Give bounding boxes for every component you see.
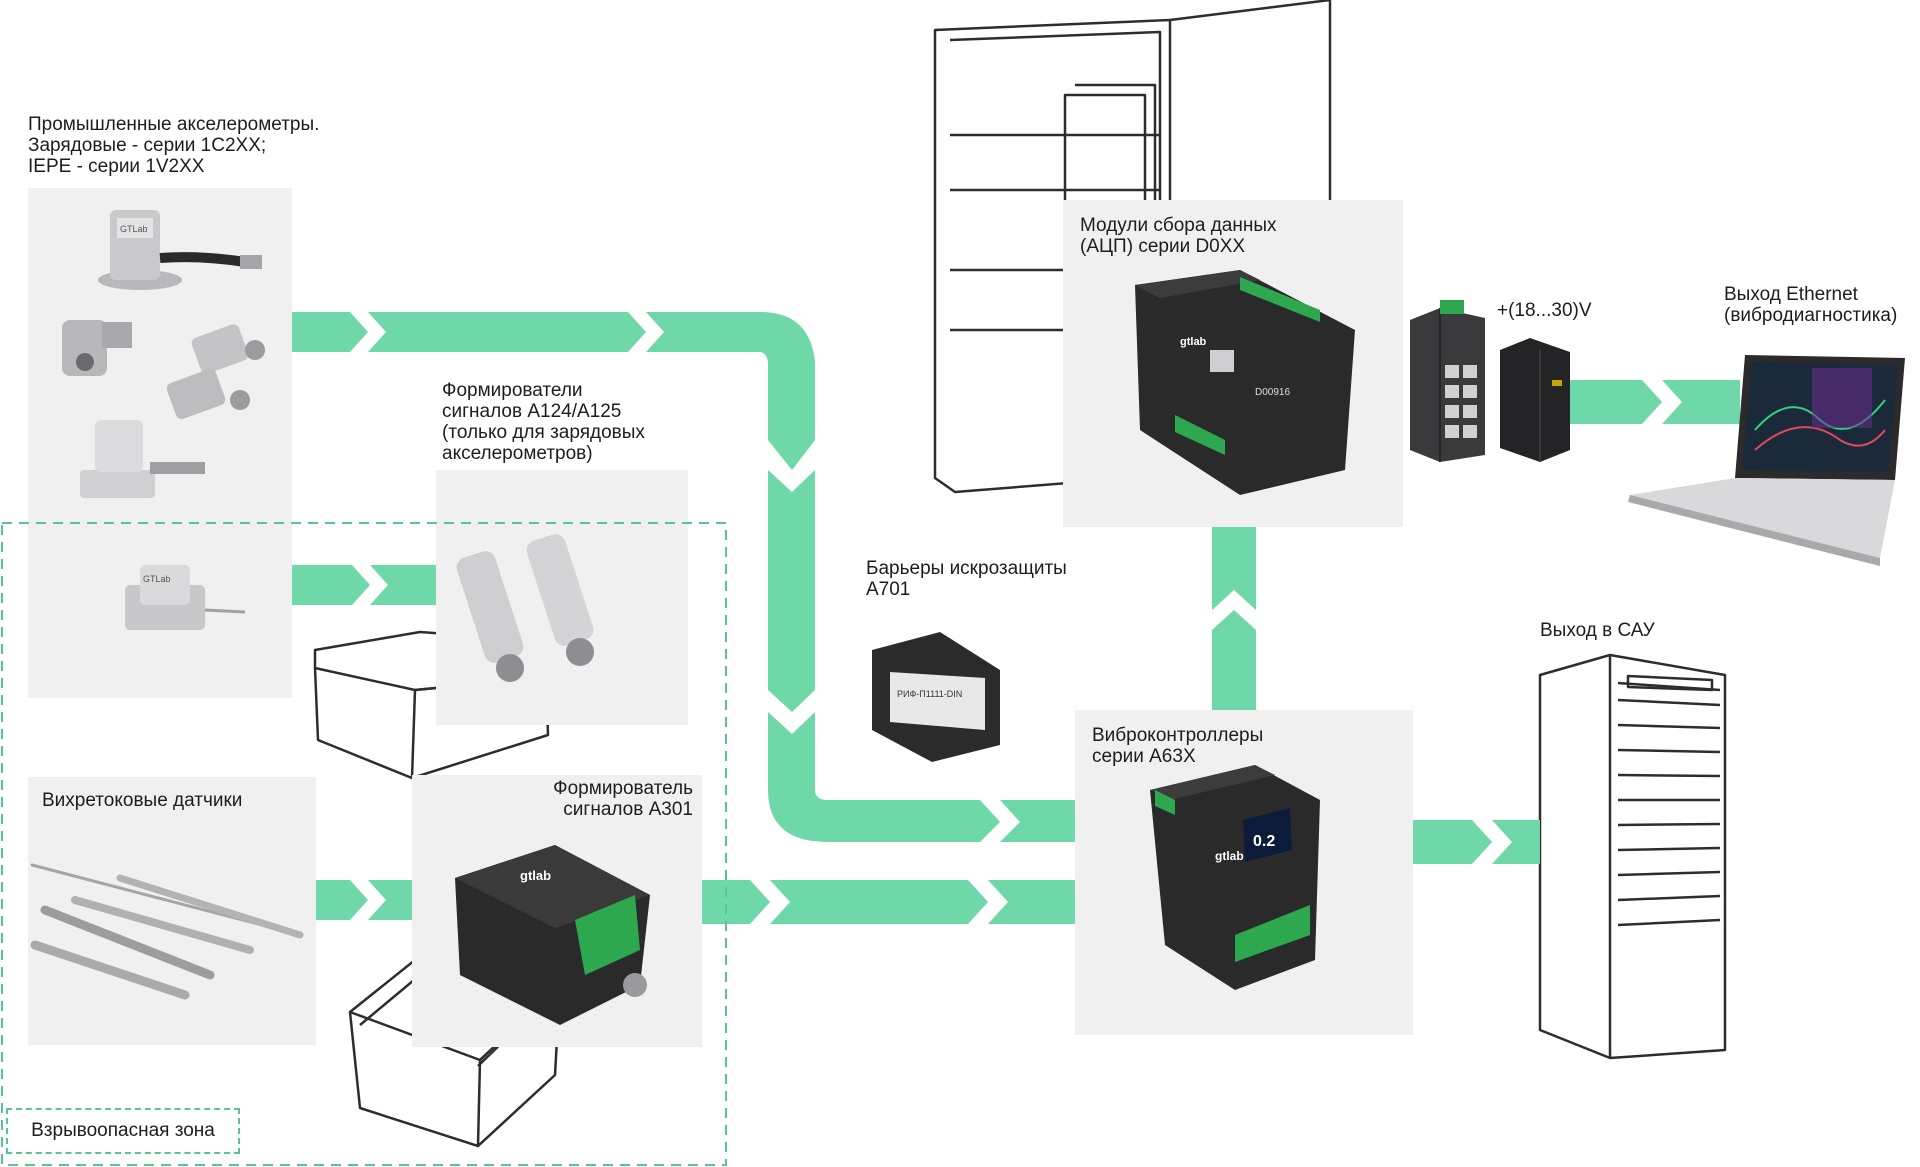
signal-conditioners-label: Формирователи сигналов A124/A125 (только…	[442, 380, 645, 464]
sau-cabinet-outline	[1538, 653, 1727, 1060]
a301-icon: gtlab	[455, 845, 650, 1025]
vibrocontroller-icon: 0.2 gtlab	[1150, 765, 1320, 990]
barrier-model-text: РИФ-П1111-DIN	[897, 689, 962, 699]
power-label: +(18...30)V	[1497, 300, 1592, 321]
accel-conditioner-flow	[292, 565, 436, 605]
vibrocontrollers-label: Виброконтроллеры серии A63X	[1092, 725, 1264, 767]
hazard-zone-label: Взрывоопасная зона	[6, 1108, 240, 1154]
accelerometer-icon: GTLab GTLab	[62, 210, 265, 630]
controller-sau-flow	[1413, 820, 1540, 864]
signal-conditioner-icon	[456, 534, 594, 682]
a301-brand-text: gtlab	[520, 868, 551, 883]
daq-modules-label: Модули сбора данных (АЦП) серии D0XX	[1080, 215, 1277, 257]
barrier-icon: РИФ-П1111-DIN	[872, 632, 1000, 762]
daq-module-icon: gtlab D00916	[1135, 270, 1355, 495]
accelerometers-label: Промышленные акселерометры. Зарядовые - …	[28, 114, 320, 177]
eddy-sensor-panel	[28, 777, 316, 1045]
eddy-sensors-label: Вихретоковые датчики	[42, 790, 243, 811]
laptop-icon	[1628, 355, 1905, 566]
a301-controller-flow	[702, 880, 1075, 924]
sau-out-label: Выход в САУ	[1540, 620, 1655, 641]
controller-daq-flow	[1212, 527, 1256, 710]
a301-label: Формирователь сигналов A301	[553, 778, 693, 820]
eddy-a301-flow	[316, 880, 412, 920]
ethernet-out-label: Выход Ethernet (вибродиагностика)	[1724, 284, 1898, 326]
controller-brand-text: gtlab	[1215, 849, 1244, 863]
controller-display-text: 0.2	[1253, 833, 1275, 850]
daq-brand-text: gtlab	[1180, 336, 1207, 348]
barriers-label: Барьеры искрозащиты A701	[866, 558, 1067, 600]
eddy-probe-icon	[30, 863, 304, 1000]
power-supply-icon	[1500, 338, 1570, 462]
network-switch-icon	[1410, 300, 1485, 462]
sensor-brand-text-2: GTLab	[143, 574, 171, 584]
sensor-brand-text: GTLab	[120, 224, 148, 234]
daq-model-text: D00916	[1255, 387, 1290, 398]
switch-laptop-flow	[1570, 380, 1740, 424]
